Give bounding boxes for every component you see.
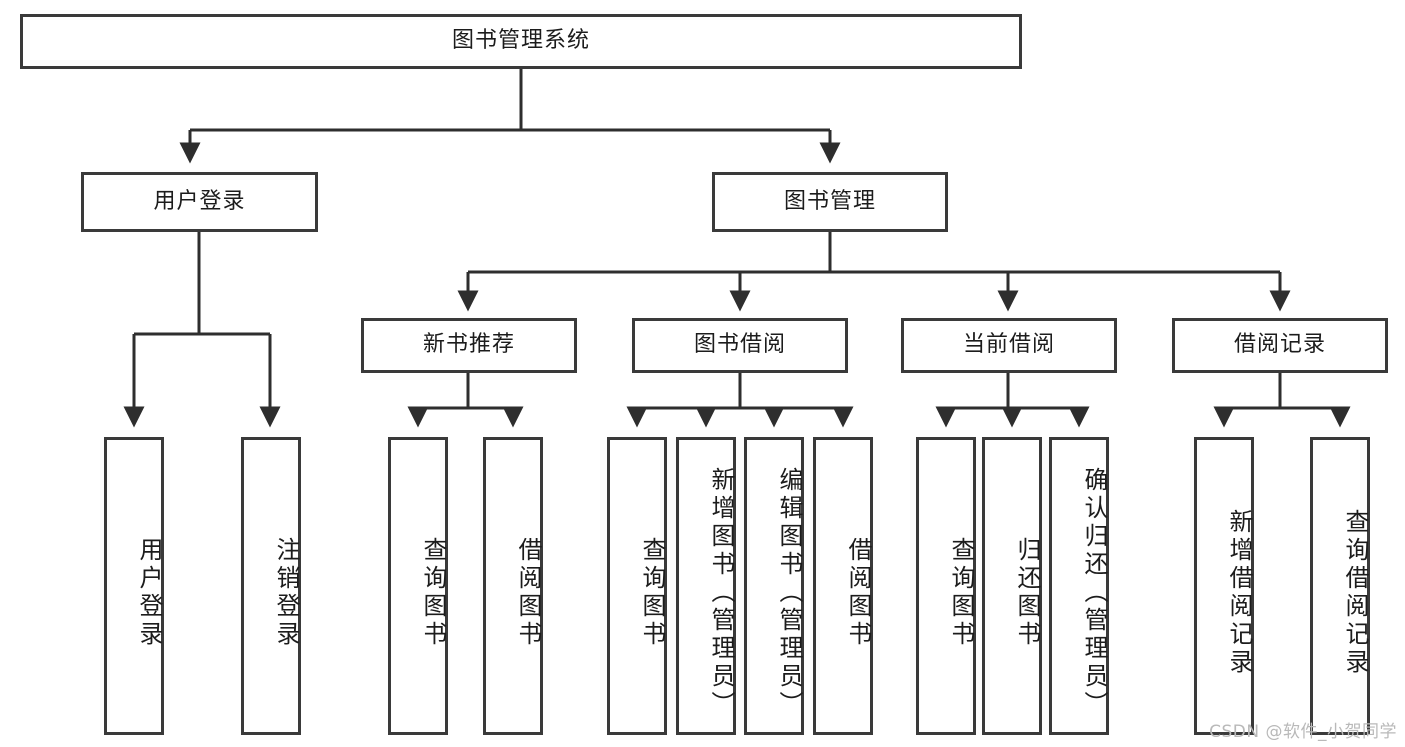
leaf-book-borrow-query-book[interactable]: 查询图书 — [607, 437, 667, 735]
node-root-book-management-system[interactable]: 图书管理系统 — [20, 14, 1022, 69]
leaf-borrow-record-query-record[interactable]: 查询借阅记录 — [1310, 437, 1370, 735]
node-label: 新增借阅记录 — [1225, 509, 1253, 677]
node-label: 图书管理 — [783, 188, 876, 214]
node-label: 用户登录 — [135, 537, 163, 649]
node-label: 当前借阅 — [962, 332, 1055, 358]
leaf-new-book-query-book[interactable]: 查询图书 — [388, 437, 448, 735]
node-new-book-recommend[interactable]: 新书推荐 — [361, 318, 577, 373]
leaf-book-borrow-edit-book-admin[interactable]: 编辑图书（管理员） — [744, 437, 804, 735]
node-label: 用户登录 — [153, 188, 246, 214]
leaf-book-borrow-borrow-book[interactable]: 借阅图书 — [813, 437, 873, 735]
leaf-current-borrow-return-book[interactable]: 归还图书 — [982, 437, 1042, 735]
leaf-current-borrow-query-book[interactable]: 查询图书 — [916, 437, 976, 735]
node-book-borrow[interactable]: 图书借阅 — [632, 318, 848, 373]
node-borrow-record[interactable]: 借阅记录 — [1172, 318, 1388, 373]
node-label: 图书管理系统 — [451, 28, 590, 54]
node-label: 查询图书 — [419, 537, 447, 649]
leaf-borrow-record-add-record[interactable]: 新增借阅记录 — [1194, 437, 1254, 735]
node-label: 查询图书 — [947, 537, 975, 649]
leaf-user-login-signout[interactable]: 注销登录 — [241, 437, 301, 735]
node-label: 查询借阅记录 — [1341, 509, 1369, 677]
node-label: 借阅记录 — [1233, 332, 1326, 358]
leaf-current-borrow-confirm-return-admin[interactable]: 确认归还（管理员） — [1049, 437, 1109, 735]
node-label: 确认归还（管理员） — [1080, 467, 1108, 719]
leaf-book-borrow-add-book-admin[interactable]: 新增图书（管理员） — [676, 437, 736, 735]
node-label: 图书借阅 — [693, 332, 786, 358]
node-current-borrow[interactable]: 当前借阅 — [901, 318, 1117, 373]
node-label: 查询图书 — [638, 537, 666, 649]
node-label: 新书推荐 — [422, 332, 515, 358]
watermark-text: CSDN @软件_小贺同学 — [1209, 722, 1397, 742]
node-user-login[interactable]: 用户登录 — [81, 172, 318, 232]
node-label: 归还图书 — [1013, 537, 1041, 649]
leaf-new-book-borrow-book[interactable]: 借阅图书 — [483, 437, 543, 735]
node-label: 借阅图书 — [514, 537, 542, 649]
leaf-user-login-signin[interactable]: 用户登录 — [104, 437, 164, 735]
node-label: 新增图书（管理员） — [707, 467, 735, 719]
node-label: 编辑图书（管理员） — [775, 467, 803, 719]
node-label: 借阅图书 — [844, 537, 872, 649]
node-book-management[interactable]: 图书管理 — [712, 172, 948, 232]
node-label: 注销登录 — [272, 537, 300, 649]
